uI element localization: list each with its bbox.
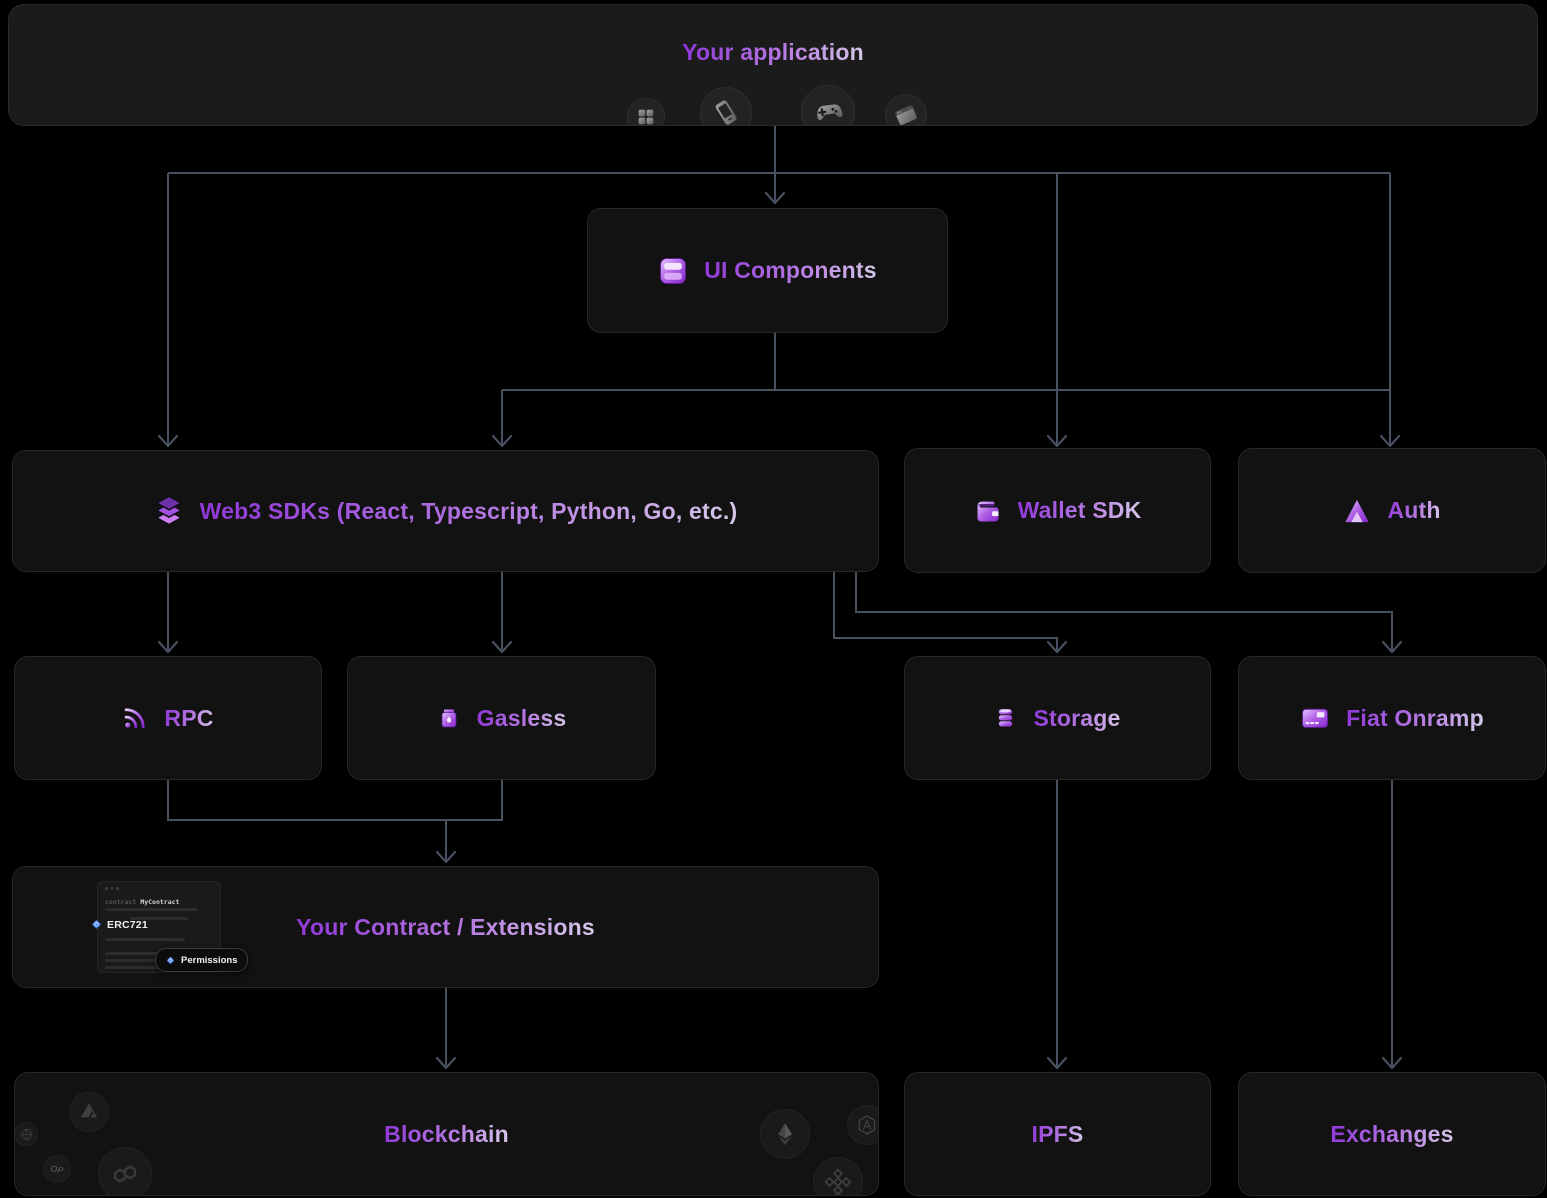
node-label: UI Components <box>704 257 877 283</box>
apps-grid-icon <box>627 98 665 125</box>
database-icon <box>994 706 1017 731</box>
node-ipfs: IPFS <box>904 1072 1211 1196</box>
node-label: RPC <box>164 704 214 731</box>
node-label: Fiat Onramp <box>1346 704 1484 731</box>
chain-wireframe-icon <box>15 1122 38 1146</box>
erc721-badge: ERC721 <box>90 918 148 931</box>
app-title: Your application <box>682 39 864 65</box>
mobile-phone-icon <box>700 87 752 125</box>
node-fiat-onramp: Fiat Onramp <box>1238 656 1546 780</box>
gamepad-icon <box>801 85 855 125</box>
svg-text:OP: OP <box>49 1163 65 1176</box>
optimism-icon: OP <box>43 1155 71 1183</box>
arbitrum-icon <box>847 1105 878 1145</box>
node-gasless: Gasless <box>347 656 656 780</box>
node-label: Your Contract / Extensions <box>296 913 595 940</box>
browser-window-icon <box>885 94 927 125</box>
window-dots-icon <box>105 887 119 890</box>
node-rpc: RPC <box>14 656 322 780</box>
ui-components-icon <box>658 256 688 286</box>
node-ui-components: UI Components <box>587 208 948 333</box>
node-label: Blockchain <box>384 1120 509 1147</box>
bnb-icon <box>813 1157 863 1195</box>
node-storage: Storage <box>904 656 1211 780</box>
node-label: Gasless <box>476 704 567 731</box>
node-label: Wallet SDK <box>1017 497 1142 523</box>
ethereum-icon <box>760 1109 810 1159</box>
node-label: Web3 SDKs (React, Typescript, Python, Go… <box>199 497 738 524</box>
node-label: IPFS <box>1031 1120 1084 1147</box>
polygon-icon <box>98 1147 152 1195</box>
node-exchanges: Exchanges <box>1238 1072 1546 1196</box>
node-label: Storage <box>1033 704 1121 731</box>
node-auth: Auth <box>1238 448 1546 573</box>
permissions-badge: Permissions <box>155 948 248 972</box>
node-web3-sdks: Web3 SDKs (React, Typescript, Python, Go… <box>12 450 879 572</box>
node-blockchain: OP Blockchain <box>14 1072 879 1196</box>
blue-diamond-icon <box>92 920 101 929</box>
triangle-icon <box>1343 497 1371 525</box>
node-your-application: Your application <box>8 4 1538 126</box>
avalanche-icon <box>69 1092 109 1132</box>
node-label: Exchanges <box>1330 1120 1454 1147</box>
wallet-icon <box>974 497 1002 525</box>
node-label: Auth <box>1387 497 1441 523</box>
rss-icon <box>122 705 148 731</box>
credit-card-icon <box>1300 703 1330 733</box>
node-wallet-sdk: Wallet SDK <box>904 448 1211 573</box>
blue-diamond-icon <box>167 956 174 964</box>
fuel-icon <box>437 706 461 730</box>
layers-icon <box>154 495 184 527</box>
